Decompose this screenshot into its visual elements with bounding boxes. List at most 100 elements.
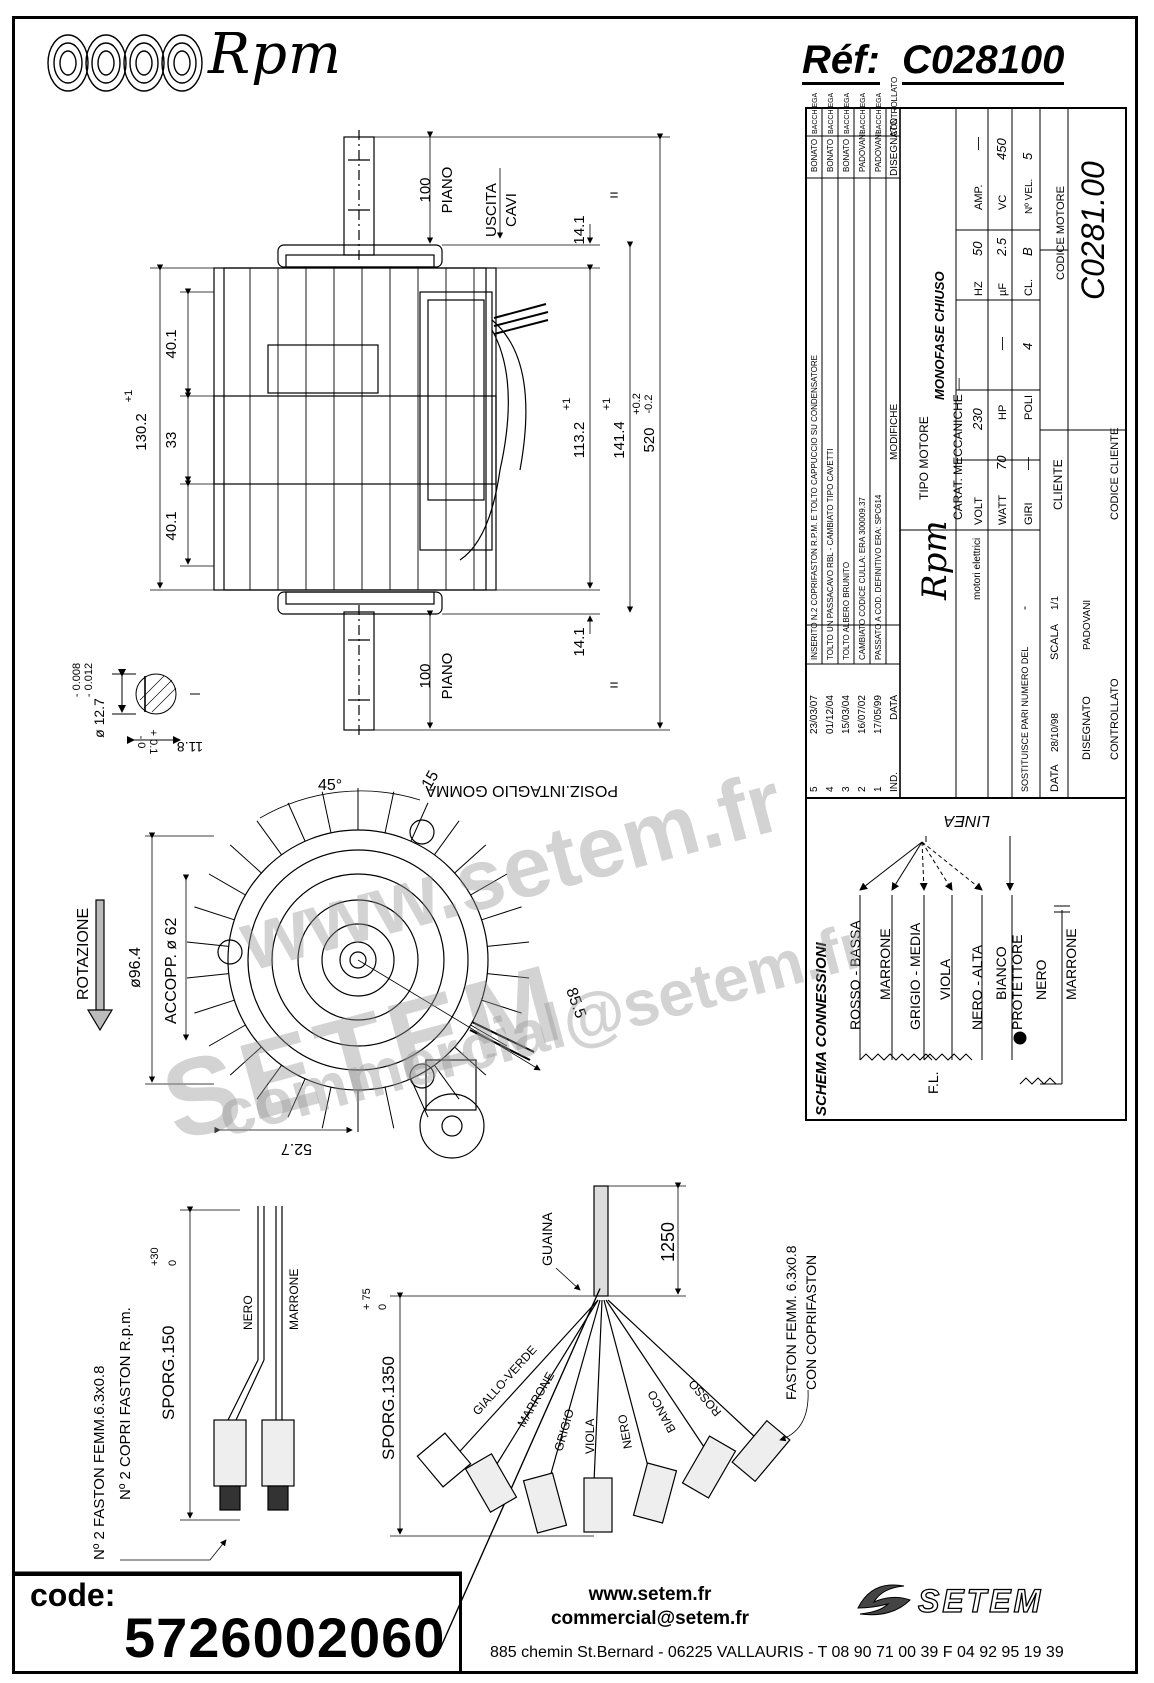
faston-main-2: CON COPRIFASTON	[803, 1255, 819, 1390]
hz-label: HZ	[973, 281, 985, 296]
code-value: 5726002060	[124, 1606, 446, 1669]
rev-1-text: PASSATO A COD. DEFINITIVO ERA: SPC614	[874, 494, 883, 660]
rpm-small-logo: Rpm	[915, 520, 955, 601]
rev-3-ind: 3	[841, 786, 852, 792]
rev-5-date: 23/03/07	[809, 695, 820, 734]
nvel-value: 5	[1020, 152, 1035, 160]
side-view	[150, 130, 670, 736]
codice-cliente-label: CODICE CLIENTE	[1109, 428, 1121, 520]
disegnato-label: DISEGNATO	[1081, 696, 1093, 760]
dim-520-tol-up: +0.2	[631, 393, 643, 415]
data-value: 28/10/98	[1050, 713, 1061, 752]
cable-exit-1: USCITA	[483, 183, 500, 237]
shaft-top-piano: PIANO	[439, 167, 456, 214]
lead-nero: NERO	[615, 1413, 635, 1450]
shaft-tol-up: - 0.008	[71, 663, 83, 697]
dim-15: 15	[419, 768, 443, 792]
cap-sporg-tol-up: +30	[149, 1247, 161, 1266]
rev-header-disegnato: DISEGNATO	[889, 118, 900, 176]
poli-value: 4	[1020, 343, 1035, 350]
vc-value: 450	[994, 138, 1009, 160]
rev-4-ind: 4	[825, 786, 836, 792]
tipo-motore: MONOFASE CHIUSO	[932, 271, 947, 400]
rev-3-drawn: BONATO	[842, 139, 851, 172]
cl-label: CL.	[1023, 279, 1035, 296]
dim-520-tol-low: -0.2	[643, 395, 655, 414]
website-link[interactable]: www.setem.fr	[588, 1584, 712, 1605]
dim-40-top: 40.1	[163, 329, 180, 358]
shaft-flat: 11.8	[177, 739, 203, 755]
shaft-top-100: 100	[417, 177, 434, 202]
main-sporg-tol-up: + 75	[361, 1288, 373, 1310]
wire-bianco: BIANCO	[993, 946, 1009, 1000]
ref-value: C028100	[902, 38, 1065, 85]
carat-label: CARAT. MECCANICHE	[951, 394, 965, 520]
dim-1250: 1250	[658, 1222, 678, 1262]
equal-bottom: =	[610, 677, 619, 694]
lead-grigio: GRIGIO	[551, 1407, 576, 1453]
dim-52: 52.7	[281, 1140, 312, 1157]
main-leads	[390, 1182, 809, 1650]
coil-icon	[47, 34, 203, 92]
codice-motore-label: CODICE MOTORE	[1055, 186, 1067, 280]
rev-2-ind: 2	[857, 786, 868, 792]
rev-2-date: 16/07/02	[857, 695, 868, 734]
wire-marrone: MARRONE	[877, 928, 893, 1000]
shaft-tol-low: - 0.012	[83, 663, 95, 697]
dim-130: 130.2	[133, 413, 150, 451]
watt-label: WATT	[997, 495, 1009, 525]
giri-value: —	[1020, 457, 1035, 470]
giri-label: GIRI	[1023, 502, 1035, 525]
rev-1-ind: 1	[873, 786, 884, 792]
rubber-note: POSIZ.INTAGLIO GOMMA	[425, 782, 618, 799]
setem-swirl-icon	[857, 1584, 911, 1616]
schema-labels: SCHEMA CONNESSIONI LINEA F.L. ROSSO - BA…	[813, 812, 1079, 1116]
dim-113: 113.2	[571, 422, 588, 458]
rev-1-checked: BACCHIEGA	[876, 92, 883, 134]
hp-value: —	[994, 337, 1009, 350]
rev-2-checked: BACCHIEGA	[860, 92, 867, 134]
rev-4-text: TOLTO UN PASSACAVO RBL - CAMBIATO TIPO C…	[826, 448, 835, 660]
scala-label: SCALA	[1049, 623, 1061, 660]
accopp-label: ACCOPP. ø 62	[163, 917, 180, 1024]
rev-header-controllato: CONTROLLATO	[890, 77, 899, 136]
shaft-bottom-100: 100	[417, 663, 434, 688]
wire-grigio-media: GRIGIO - MEDIA	[907, 922, 923, 1030]
volt-value: 230	[970, 408, 985, 431]
hp-label: HP	[997, 405, 1009, 420]
shaft-bottom-piano: PIANO	[439, 653, 456, 700]
dim-141-tol: +1	[601, 398, 613, 411]
vc-label: VC	[997, 195, 1009, 210]
poli-label: POLI	[1023, 395, 1035, 420]
shaft-flat-tol-low: - 0	[135, 736, 147, 749]
wire-protettore: PROTETTORE	[1009, 935, 1025, 1030]
guaina-label: GUAINA	[539, 1212, 555, 1266]
disegnato-value: PADOVANI	[1082, 600, 1093, 650]
wire-nero-alta: NERO - ALTA	[969, 944, 985, 1030]
email-link[interactable]: commercial@setem.fr	[550, 1608, 750, 1629]
linea-label: LINEA	[944, 812, 990, 829]
rev-4-drawn: BONATO	[826, 139, 835, 172]
rev-3-date: 15/03/04	[841, 695, 852, 734]
shaft-section-labels: ø 12.7 - 0.008 - 0.012 11.8 + 0.1 - 0	[71, 663, 203, 755]
copri-faston: Nº 2 COPRI FASTON R.p.m.	[117, 1307, 134, 1500]
rev-1-date: 17/05/99	[873, 695, 884, 734]
rev-5-drawn: BONATO	[810, 139, 819, 172]
cl-value: B	[1020, 247, 1035, 256]
rpm-small-sub: motori elettrici	[972, 538, 983, 600]
setem-brand: SETEM	[917, 1582, 1044, 1619]
cliente-label: CLIENTE	[1051, 459, 1065, 510]
uf-value: 2.5	[994, 237, 1009, 257]
controllato-label: CONTROLLATO	[1109, 678, 1121, 760]
faston-main-1: FASTON FEMM. 6.3x0.8	[783, 1245, 799, 1400]
schema-box	[805, 797, 1127, 1121]
cap-sporg-tol-low: 0	[167, 1260, 179, 1266]
wire-marrone-2: MARRONE	[1063, 928, 1079, 1000]
rev-header-ind: IND.	[889, 772, 900, 792]
volt-label: VOLT	[973, 497, 985, 525]
lead-viola: VIOLA	[583, 1419, 597, 1454]
reference: Réf: C028100	[802, 38, 1065, 85]
shaft-diameter: ø 12.7	[91, 698, 107, 738]
rev-5-text: INSERITO N.2 COPRIFASTON R.P.M. E TOLTO …	[810, 355, 819, 660]
code-box	[14, 1573, 462, 1673]
